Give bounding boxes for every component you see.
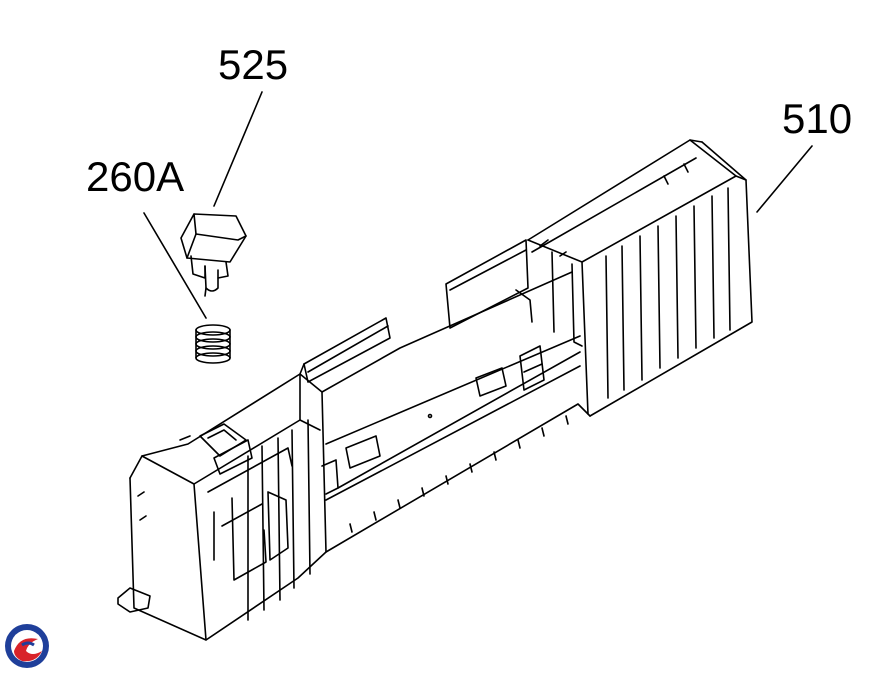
leader-line-510 bbox=[756, 145, 813, 213]
label-525: 525 bbox=[218, 41, 289, 88]
label-510: 510 bbox=[782, 95, 853, 142]
part-525-cap bbox=[180, 213, 247, 297]
part-510-housing bbox=[117, 139, 753, 641]
part-260a-spring bbox=[195, 324, 231, 364]
label-260a: 260A bbox=[86, 153, 185, 200]
leader-line-260a bbox=[143, 212, 207, 319]
circular-swirl-logo-icon bbox=[5, 624, 49, 668]
leader-line-525 bbox=[213, 91, 263, 207]
